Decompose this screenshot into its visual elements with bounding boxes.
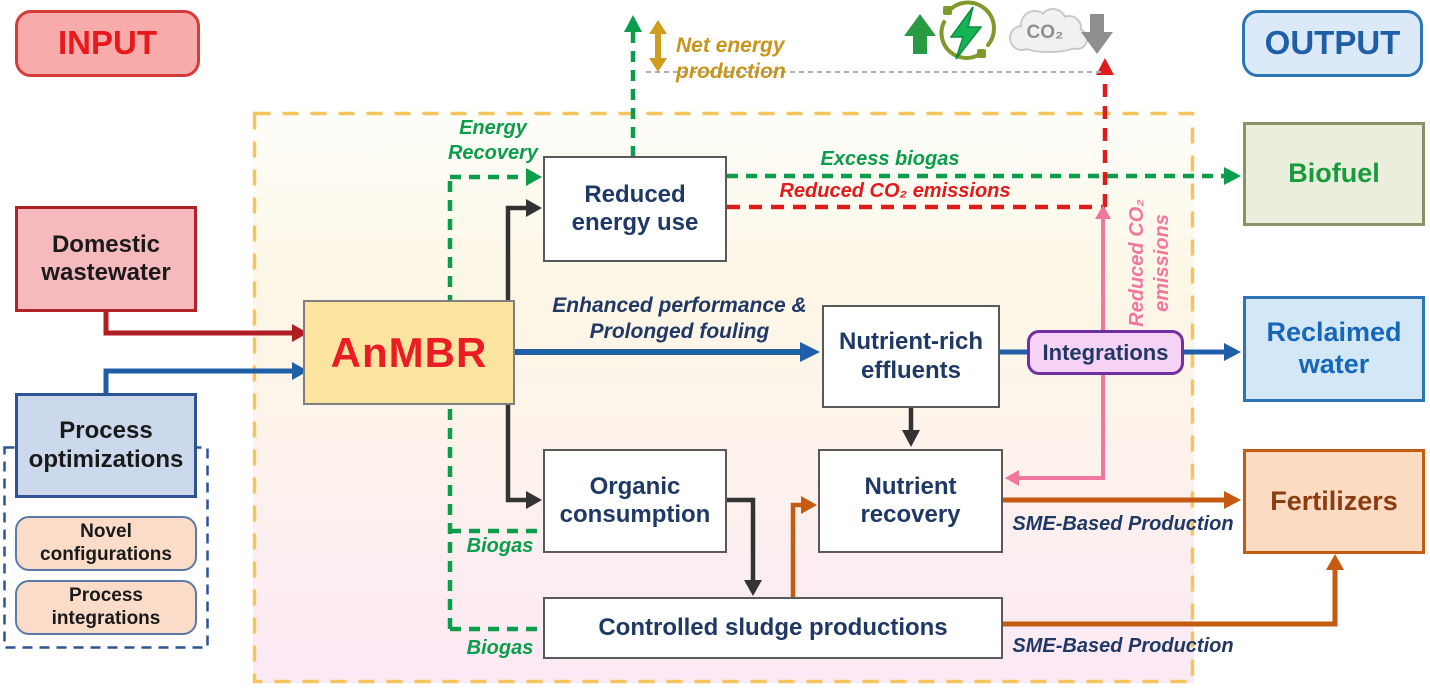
node-novel-configurations: Novel configurations (15, 516, 197, 571)
node-nutrient-rich-effluents: Nutrient-rich effluents (822, 305, 1000, 408)
node-nutrient-recovery: Nutrient recovery (818, 449, 1003, 553)
label-reduced-co2-side: Reduced CO₂ emissions (1126, 199, 1173, 327)
co2-cloud-text: CO₂ (1026, 22, 1064, 43)
label-sme-production-lower: SME-Based Production (1012, 635, 1234, 657)
node-fertilizers: Fertilizers (1243, 449, 1425, 554)
node-reduced-energy-use: Reduced energy use (543, 156, 727, 262)
label-biogas-upper: Biogas (466, 535, 534, 557)
node-integrations: Integrations (1027, 330, 1184, 375)
node-domestic-wastewater: Domestic wastewater (15, 206, 197, 312)
co2-down-icon (1081, 14, 1113, 54)
node-biofuel: Biofuel (1243, 122, 1425, 226)
label-energy-recovery: Energy Recovery (447, 117, 539, 164)
input-badge: INPUT (15, 10, 200, 77)
net-energy-range-arrow (649, 20, 667, 72)
node-anmbr: AnMBR (303, 300, 515, 405)
output-badge: OUTPUT (1242, 10, 1423, 77)
node-process-integrations: Process integrations (15, 580, 197, 635)
label-excess-biogas: Excess biogas (820, 148, 960, 170)
node-process-optimizations: Process optimizations (15, 393, 197, 498)
label-net-energy-production: Net energy production (676, 34, 786, 84)
label-reduced-co2-emissions: Reduced CO₂ emissions (779, 180, 1011, 202)
label-enhanced-performance: Enhanced performance & Prolonged fouling (552, 294, 807, 344)
node-controlled-sludge-productions: Controlled sludge productions (543, 597, 1003, 659)
label-biogas-lower: Biogas (466, 637, 534, 659)
energy-up-icon (904, 14, 936, 54)
renewable-energy-icon (939, 0, 996, 60)
node-organic-consumption: Organic consumption (543, 449, 727, 553)
node-reclaimed-water: Reclaimed water (1243, 296, 1425, 402)
label-sme-production-upper: SME-Based Production (1012, 513, 1234, 535)
